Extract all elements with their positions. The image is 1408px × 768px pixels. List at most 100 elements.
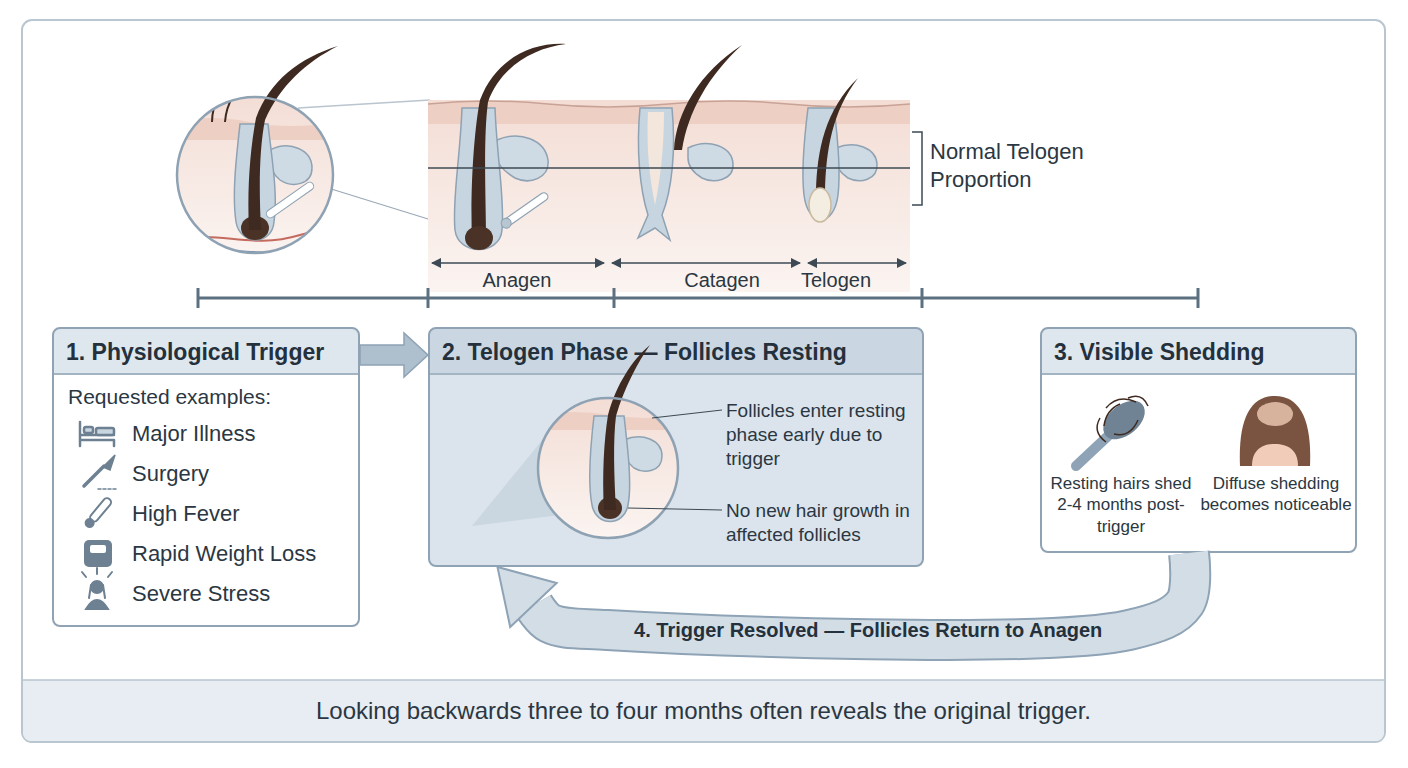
caption: Looking backwards three to four months o…	[22, 696, 1385, 726]
stress-marks	[82, 568, 112, 577]
box-text: Resting hairs shed 2-4 months post-trigg…	[1042, 473, 1200, 537]
box-text: Diffuse shedding becomes noticeable	[1197, 473, 1355, 516]
follicle-sheath	[234, 124, 275, 240]
connector-arrow	[360, 333, 428, 377]
block-arrow	[360, 333, 428, 377]
trigger-box: 1. Physiological TriggerRequested exampl…	[52, 327, 360, 627]
zoom-line	[270, 170, 470, 232]
timeline-ticks	[198, 288, 1198, 308]
skin-surface	[428, 101, 910, 107]
box-heading: 2. Telogen Phase — Follicles Resting	[442, 338, 918, 367]
resting-follicle-detail	[538, 398, 680, 538]
scale-display	[90, 545, 106, 553]
regressing-column	[647, 112, 664, 205]
thermometer-bulb	[83, 516, 97, 530]
follicle-sheath	[638, 108, 674, 240]
return-band	[533, 553, 1190, 640]
neck	[1252, 444, 1298, 466]
scalpel-handle	[84, 466, 104, 486]
pillow	[84, 427, 93, 433]
small-hair	[225, 88, 240, 122]
blood-vessel	[175, 250, 340, 253]
span-arrow	[432, 262, 604, 264]
phase-label: Telogen	[786, 268, 886, 293]
hair-shaft	[674, 45, 742, 150]
thermometer-symbol	[265, 181, 315, 220]
zoom-detail	[170, 88, 340, 260]
shedding-box: 3. Visible SheddingResting hairs shed 2-…	[1040, 327, 1357, 553]
thermometer-tube	[89, 497, 113, 524]
hair-bulb	[598, 497, 622, 519]
footer-band	[23, 680, 1384, 741]
footer-rule	[23, 679, 1384, 681]
shed-hairs	[1097, 396, 1148, 442]
hair-bulb	[241, 216, 269, 240]
box-subheading: Requested examples:	[68, 384, 348, 410]
stress-icon	[82, 568, 112, 609]
phase-box: 2. Telogen Phase — Follicles RestingFoll…	[428, 327, 924, 567]
thermometer-tube	[265, 181, 315, 220]
hair-bulb	[465, 226, 493, 250]
epidermis	[538, 412, 680, 430]
hair-shaft	[816, 78, 858, 192]
thinning-scalp	[1257, 402, 1293, 426]
magnifier-circle	[538, 398, 678, 538]
person-head	[91, 581, 103, 593]
list-item: Severe Stress	[132, 580, 352, 608]
scalpel-icon	[84, 455, 118, 489]
outer-frame	[22, 20, 1385, 742]
bracket-label: Normal Telogen Proportion	[930, 138, 1100, 193]
brush-head	[1096, 393, 1152, 447]
phase-label: Catagen	[672, 268, 772, 293]
incision-line	[98, 488, 118, 490]
scalpel-blade	[103, 455, 115, 470]
sebaceous-gland	[688, 144, 733, 181]
hair-dome	[1240, 396, 1310, 466]
proportion-line	[428, 167, 910, 169]
sebaceous-gland	[836, 145, 877, 181]
skin-detail	[170, 90, 340, 260]
hair-shaft	[471, 44, 566, 240]
edge-label: 4. Trigger Resolved — Follicles Return t…	[634, 618, 1102, 643]
box-heading: 1. Physiological Trigger	[66, 338, 356, 367]
list-item: Major Illness	[132, 420, 352, 448]
person-arms	[89, 585, 105, 598]
timeline	[198, 297, 1198, 300]
zoom-circle	[177, 97, 333, 253]
zoom-line	[298, 100, 430, 108]
thermometer-icon	[83, 496, 114, 530]
callout-text: Follicles enter resting phase early due …	[726, 399, 920, 470]
head-icon	[1240, 396, 1310, 466]
hair-shaft	[248, 46, 338, 230]
thermometer-symbol	[499, 190, 550, 230]
thermometer-tube	[502, 191, 549, 227]
list-item: Rapid Weight Loss	[132, 540, 352, 568]
person-body	[86, 600, 108, 609]
scale-icon	[84, 540, 112, 567]
bracket	[912, 132, 922, 205]
small-hair	[212, 92, 222, 122]
band-outline	[533, 553, 1190, 640]
epidermis	[428, 101, 910, 124]
leader-line	[652, 410, 722, 418]
club-hair-bulb	[809, 188, 831, 222]
hair-shaft	[603, 345, 650, 510]
follicle-sheath	[590, 416, 630, 522]
bed-frame	[80, 422, 114, 446]
sebaceous-gland	[497, 136, 548, 181]
bed-icon	[80, 422, 114, 446]
blood-vessel	[180, 230, 340, 241]
leader-line	[628, 508, 722, 510]
arrow-head	[497, 567, 556, 627]
hairbrush-icon	[1076, 393, 1152, 466]
scale-body	[84, 540, 112, 567]
brush-handle	[1076, 436, 1108, 466]
connector-arrow	[497, 553, 1190, 640]
callout-text: No new hair growth in affected follicles	[726, 499, 920, 547]
zoom-wedge	[472, 428, 560, 526]
box-heading: 3. Visible Shedding	[1054, 338, 1349, 367]
sebaceous-gland	[624, 437, 662, 471]
list-item: Surgery	[132, 460, 352, 488]
